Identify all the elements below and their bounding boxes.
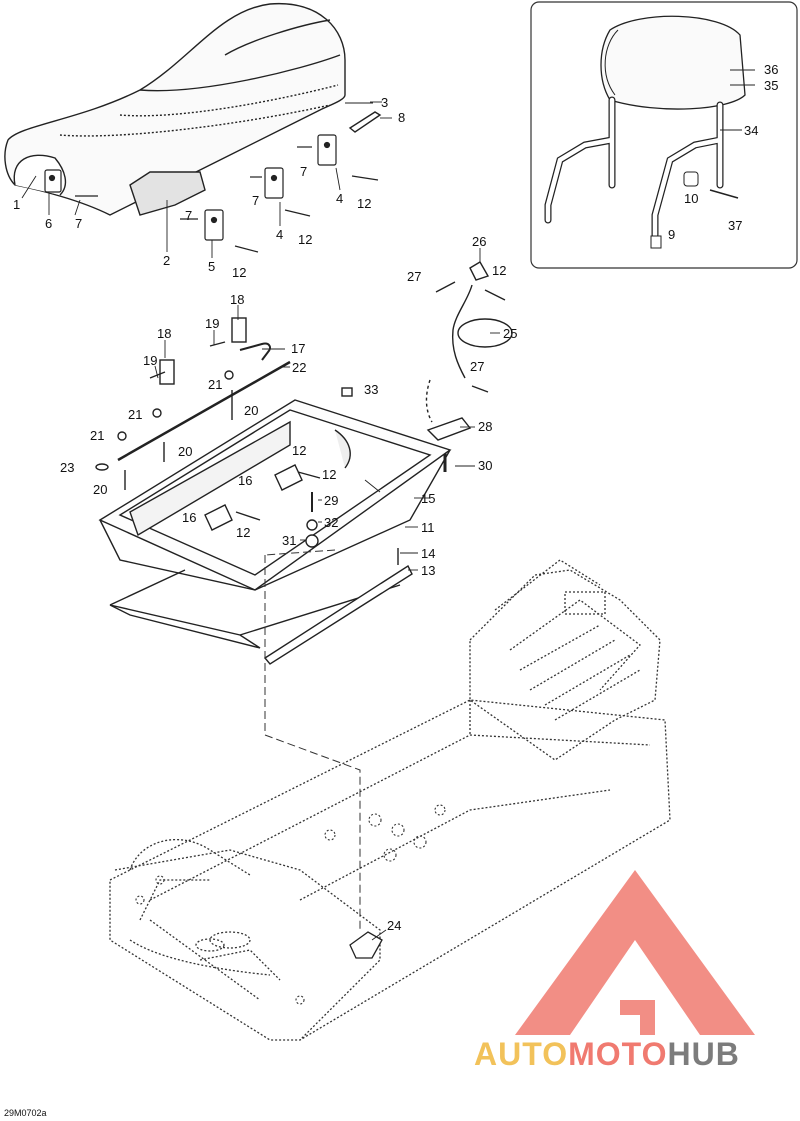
callout-12: 12 (492, 263, 506, 278)
automotohub-logo (515, 870, 755, 1035)
callout-36: 36 (764, 62, 778, 77)
callout-9: 9 (668, 227, 675, 242)
backrest-inset (530, 1, 798, 269)
seat-brackets (44, 134, 379, 253)
callout-1: 1 (13, 197, 20, 212)
seat-assembly (4, 3, 382, 216)
callout-31: 31 (282, 533, 296, 548)
callout-14: 14 (421, 546, 435, 561)
callout-15: 15 (421, 491, 435, 506)
callout-8: 8 (398, 110, 405, 125)
callout-13: 13 (421, 563, 435, 578)
callout-21: 21 (208, 377, 222, 392)
chassis-holes (135, 804, 446, 1005)
callout-37: 37 (728, 218, 742, 233)
callout-4: 4 (336, 191, 343, 206)
callout-18: 18 (230, 292, 244, 307)
callout-19: 19 (205, 316, 219, 331)
chassis-frame (109, 559, 671, 1041)
seat-strap (425, 261, 513, 472)
callout-12: 12 (232, 265, 246, 280)
callout-21: 21 (90, 428, 104, 443)
callout-17: 17 (291, 341, 305, 356)
callout-34: 34 (744, 123, 758, 138)
seat-pad (129, 171, 206, 216)
callout-30: 30 (478, 458, 492, 473)
callout-20: 20 (178, 444, 192, 459)
figure-code: 29M0702a (4, 1108, 47, 1118)
callout-11: 11 (421, 520, 435, 535)
callout-12: 12 (298, 232, 312, 247)
callout-32: 32 (324, 515, 338, 530)
callout-26: 26 (472, 234, 486, 249)
callout-21: 21 (128, 407, 142, 422)
callout-20: 20 (244, 403, 258, 418)
callout-labels: 1 2 3 4 4 5 6 7 7 7 7 8 12 12 12 36 35 3… (4, 62, 778, 1118)
leader-lines (21, 69, 755, 941)
callout-29: 29 (324, 493, 338, 508)
callout-12: 12 (236, 525, 250, 540)
callout-28: 28 (478, 419, 492, 434)
callout-16: 16 (238, 473, 252, 488)
callout-2: 2 (163, 253, 170, 268)
callout-27: 27 (470, 359, 484, 374)
storage-box (95, 317, 452, 665)
alignment-lines (264, 549, 361, 930)
callout-12: 12 (292, 443, 306, 458)
wordmark-auto: AUTO (474, 1036, 569, 1072)
callout-7: 7 (252, 193, 259, 208)
callout-12: 12 (322, 467, 336, 482)
callout-16: 16 (182, 510, 196, 525)
callout-18: 18 (157, 326, 171, 341)
callout-24: 24 (387, 918, 401, 933)
callout-20: 20 (93, 482, 107, 497)
callout-27: 27 (407, 269, 421, 284)
wordmark-moto: MOTO (568, 1036, 668, 1072)
callout-6: 6 (45, 216, 52, 231)
automotohub-wordmark: AUTOMOTOHUB (474, 1036, 740, 1073)
callout-23: 23 (60, 460, 74, 475)
callout-25: 25 (503, 326, 517, 341)
callout-7: 7 (185, 208, 192, 223)
callout-19: 19 (143, 353, 157, 368)
callout-7: 7 (75, 216, 82, 231)
callout-7: 7 (300, 164, 307, 179)
callout-3: 3 (381, 95, 388, 110)
callout-22: 22 (292, 360, 306, 375)
callout-33: 33 (364, 382, 378, 397)
backrest-cushion (600, 15, 746, 110)
callout-35: 35 (764, 78, 778, 93)
callout-4: 4 (276, 227, 283, 242)
seat-strip (348, 111, 382, 133)
wordmark-hub: HUB (667, 1036, 740, 1072)
callout-12: 12 (357, 196, 371, 211)
callout-5: 5 (208, 259, 215, 274)
callout-10: 10 (684, 191, 698, 206)
